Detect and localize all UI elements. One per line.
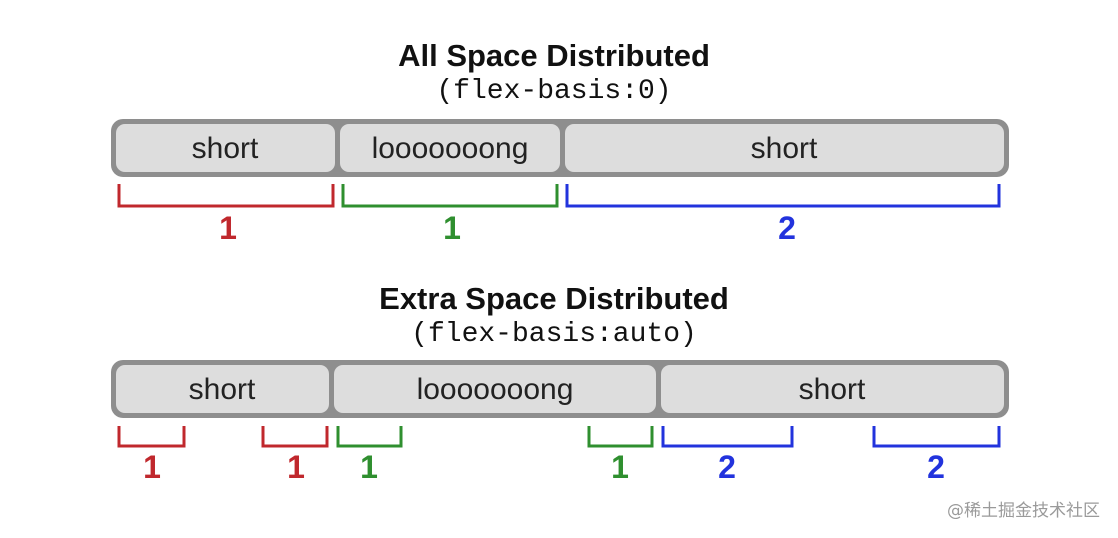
panel-1-title: All Space Distributed bbox=[398, 38, 710, 73]
panel-2-code: (flex-basis:auto) bbox=[411, 319, 697, 350]
panel-2-bracket-1 bbox=[117, 426, 186, 448]
panel-1-bracket-3 bbox=[565, 184, 1001, 208]
panel-2-number-1: 1 bbox=[143, 449, 161, 485]
panel-1-item-2-label: looooooong bbox=[372, 132, 529, 165]
panel-2-bracket-6 bbox=[872, 426, 1001, 448]
panel-2-item-2 bbox=[334, 365, 656, 413]
panel-2-item-2-label: looooooong bbox=[417, 373, 574, 406]
panel-2-number-4: 1 bbox=[611, 449, 629, 485]
panel-2-bracket-4 bbox=[587, 426, 654, 448]
panel-2-number-6: 2 bbox=[927, 449, 945, 485]
panel-extra-space: Extra Space Distributed (flex-basis:auto… bbox=[111, 281, 1009, 485]
panel-2-title: Extra Space Distributed bbox=[379, 281, 729, 316]
panel-1-item-3-label: short bbox=[751, 132, 818, 165]
panel-2-number-5: 2 bbox=[718, 449, 736, 485]
panel-2-item-1 bbox=[116, 365, 329, 413]
panel-all-space: All Space Distributed (flex-basis:0) sho… bbox=[111, 38, 1009, 246]
panel-2-bracket-3 bbox=[336, 426, 403, 448]
panel-1-item-2 bbox=[340, 124, 560, 172]
panel-1-number-2: 1 bbox=[443, 210, 461, 246]
panel-1-code: (flex-basis:0) bbox=[436, 76, 671, 107]
panel-1-item-3 bbox=[565, 124, 1004, 172]
panel-1-bracket-1 bbox=[117, 184, 335, 208]
panel-1-bracket-2 bbox=[341, 184, 559, 208]
panel-1-item-1-label: short bbox=[192, 132, 259, 165]
panel-2-bracket-5 bbox=[661, 426, 794, 448]
panel-2-item-3 bbox=[661, 365, 1004, 413]
panel-2-number-2: 1 bbox=[287, 449, 305, 485]
panel-2-bracket-2 bbox=[261, 426, 329, 448]
panel-2-item-3-label: short bbox=[799, 373, 866, 406]
panel-1-number-3: 2 bbox=[778, 210, 796, 246]
panel-2-item-1-label: short bbox=[189, 373, 256, 406]
panel-1-item-1 bbox=[116, 124, 335, 172]
watermark: @稀土掘金技术社区 bbox=[947, 501, 1100, 521]
panel-2-number-3: 1 bbox=[360, 449, 378, 485]
panel-1-number-1: 1 bbox=[219, 210, 237, 246]
